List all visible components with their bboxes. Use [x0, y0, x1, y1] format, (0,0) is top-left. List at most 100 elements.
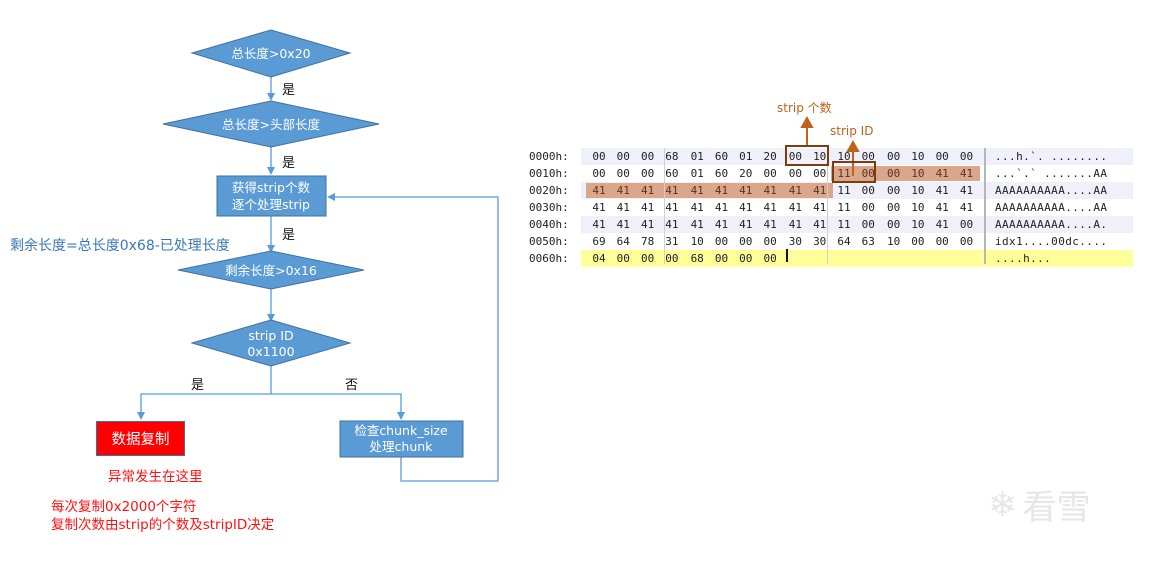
hex-row-ascii[interactable]: AAAAAAAAAA....AA — [995, 184, 1108, 197]
hex-byte[interactable]: 68 — [690, 252, 704, 265]
hex-byte[interactable]: 11 — [837, 218, 851, 231]
hex-byte[interactable]: 00 — [788, 150, 803, 163]
hex-byte[interactable]: 41 — [640, 218, 655, 231]
hex-byte[interactable]: 41 — [959, 167, 974, 180]
hex-byte[interactable]: 00 — [886, 218, 901, 231]
hex-byte[interactable]: 31 — [665, 235, 679, 248]
hex-byte[interactable]: 41 — [665, 184, 679, 197]
hex-byte[interactable]: 60 — [665, 167, 679, 180]
hex-byte[interactable]: 00 — [959, 150, 974, 163]
hex-byte[interactable]: 41 — [763, 218, 777, 231]
hex-byte[interactable]: 41 — [665, 218, 679, 231]
hex-byte[interactable]: 41 — [616, 184, 630, 197]
hex-byte[interactable]: 01 — [690, 167, 704, 180]
hex-byte[interactable]: 69 — [592, 235, 606, 248]
hex-byte[interactable]: 11 — [837, 201, 851, 214]
hex-byte[interactable]: 00 — [616, 150, 630, 163]
hex-byte[interactable]: 41 — [714, 201, 729, 214]
hex-byte[interactable]: 00 — [911, 235, 925, 248]
hex-byte[interactable]: 20 — [763, 150, 777, 163]
hex-byte[interactable]: 60 — [714, 167, 729, 180]
hex-byte[interactable]: 00 — [959, 218, 974, 231]
hex-byte[interactable]: 41 — [935, 218, 949, 231]
hex-byte[interactable]: 10 — [911, 150, 925, 163]
hex-byte[interactable]: 00 — [640, 150, 655, 163]
hex-byte[interactable]: 10 — [813, 150, 827, 163]
hex-byte[interactable]: 41 — [739, 201, 753, 214]
hex-byte[interactable]: 00 — [788, 167, 803, 180]
hex-byte[interactable]: 10 — [911, 184, 925, 197]
hex-byte[interactable]: 30 — [813, 235, 827, 248]
hex-byte[interactable]: 41 — [640, 201, 655, 214]
hex-byte[interactable]: 41 — [616, 201, 630, 214]
hex-byte[interactable]: 10 — [837, 150, 851, 163]
hex-byte[interactable]: 68 — [665, 150, 679, 163]
hex-byte[interactable]: 63 — [861, 235, 875, 248]
hex-byte[interactable]: 41 — [935, 167, 949, 180]
hex-byte[interactable]: 00 — [739, 235, 753, 248]
hex-byte[interactable]: 00 — [763, 167, 777, 180]
hex-byte[interactable]: 10 — [911, 201, 925, 214]
hex-byte[interactable]: 00 — [861, 184, 875, 197]
hex-byte[interactable]: 10 — [886, 235, 901, 248]
hex-byte[interactable]: 41 — [813, 201, 827, 214]
hex-byte[interactable]: 41 — [714, 184, 729, 197]
hex-byte[interactable]: 41 — [665, 201, 679, 214]
hex-byte[interactable]: 00 — [886, 167, 901, 180]
hex-byte[interactable]: 78 — [640, 235, 655, 248]
hex-byte[interactable]: 11 — [837, 184, 851, 197]
hex-byte[interactable]: 00 — [861, 167, 875, 180]
hex-byte[interactable]: 41 — [763, 184, 777, 197]
hex-byte[interactable]: 00 — [592, 167, 606, 180]
hex-byte[interactable]: 00 — [886, 201, 901, 214]
hex-byte[interactable]: 64 — [837, 235, 851, 248]
hex-byte[interactable]: 30 — [788, 235, 803, 248]
hex-byte[interactable]: 00 — [886, 150, 901, 163]
hex-byte[interactable]: 41 — [592, 184, 606, 197]
hex-byte[interactable]: 00 — [861, 150, 875, 163]
hex-byte[interactable]: 00 — [640, 252, 655, 265]
hex-byte[interactable]: 10 — [911, 167, 925, 180]
hex-byte[interactable]: 10 — [690, 235, 704, 248]
hex-row-ascii[interactable]: ...`.` .......AA — [995, 167, 1108, 180]
hex-byte[interactable]: 01 — [690, 150, 704, 163]
hex-byte[interactable]: 20 — [739, 167, 753, 180]
hex-row-ascii[interactable]: AAAAAAAAAA....AA — [995, 201, 1108, 214]
hex-byte[interactable]: 41 — [690, 218, 704, 231]
hex-byte[interactable]: 41 — [640, 184, 655, 197]
hex-byte[interactable]: 00 — [935, 150, 949, 163]
hex-byte[interactable]: 00 — [763, 235, 777, 248]
hex-byte[interactable]: 01 — [739, 150, 753, 163]
hex-byte[interactable]: 41 — [788, 218, 803, 231]
hex-byte[interactable]: 00 — [592, 150, 606, 163]
hex-byte[interactable]: 00 — [739, 252, 753, 265]
hex-byte[interactable]: 41 — [935, 201, 949, 214]
hex-byte[interactable]: 41 — [788, 201, 803, 214]
hex-byte[interactable]: 41 — [690, 184, 704, 197]
hex-byte[interactable]: 64 — [616, 235, 630, 248]
hex-row-ascii[interactable]: idx1....00dc.... — [995, 235, 1108, 248]
hex-byte[interactable]: 41 — [813, 184, 827, 197]
hex-byte[interactable]: 00 — [935, 235, 949, 248]
hex-byte[interactable]: 41 — [959, 184, 974, 197]
hex-byte[interactable]: 00 — [959, 235, 974, 248]
hex-byte[interactable]: 00 — [616, 252, 630, 265]
hex-byte[interactable]: 60 — [714, 150, 729, 163]
hex-byte[interactable]: 41 — [763, 201, 777, 214]
hex-byte[interactable]: 41 — [788, 184, 803, 197]
hex-byte[interactable]: 11 — [837, 167, 851, 180]
hex-row-ascii[interactable]: ...h.`. ........ — [995, 150, 1108, 163]
hex-byte[interactable]: 41 — [813, 218, 827, 231]
hex-byte[interactable]: 00 — [714, 252, 729, 265]
hex-byte[interactable]: 00 — [640, 167, 655, 180]
hex-byte[interactable]: 41 — [592, 218, 606, 231]
hex-byte[interactable]: 41 — [935, 184, 949, 197]
hex-row-ascii[interactable]: AAAAAAAAAA....A. — [995, 218, 1108, 231]
hex-byte[interactable]: 41 — [739, 218, 753, 231]
hex-byte[interactable]: 10 — [911, 218, 925, 231]
hex-byte[interactable]: 04 — [592, 252, 606, 265]
hex-byte[interactable]: 00 — [886, 184, 901, 197]
hex-byte[interactable]: 41 — [592, 201, 606, 214]
hex-byte[interactable]: 41 — [690, 201, 704, 214]
hex-byte[interactable]: 41 — [959, 201, 974, 214]
